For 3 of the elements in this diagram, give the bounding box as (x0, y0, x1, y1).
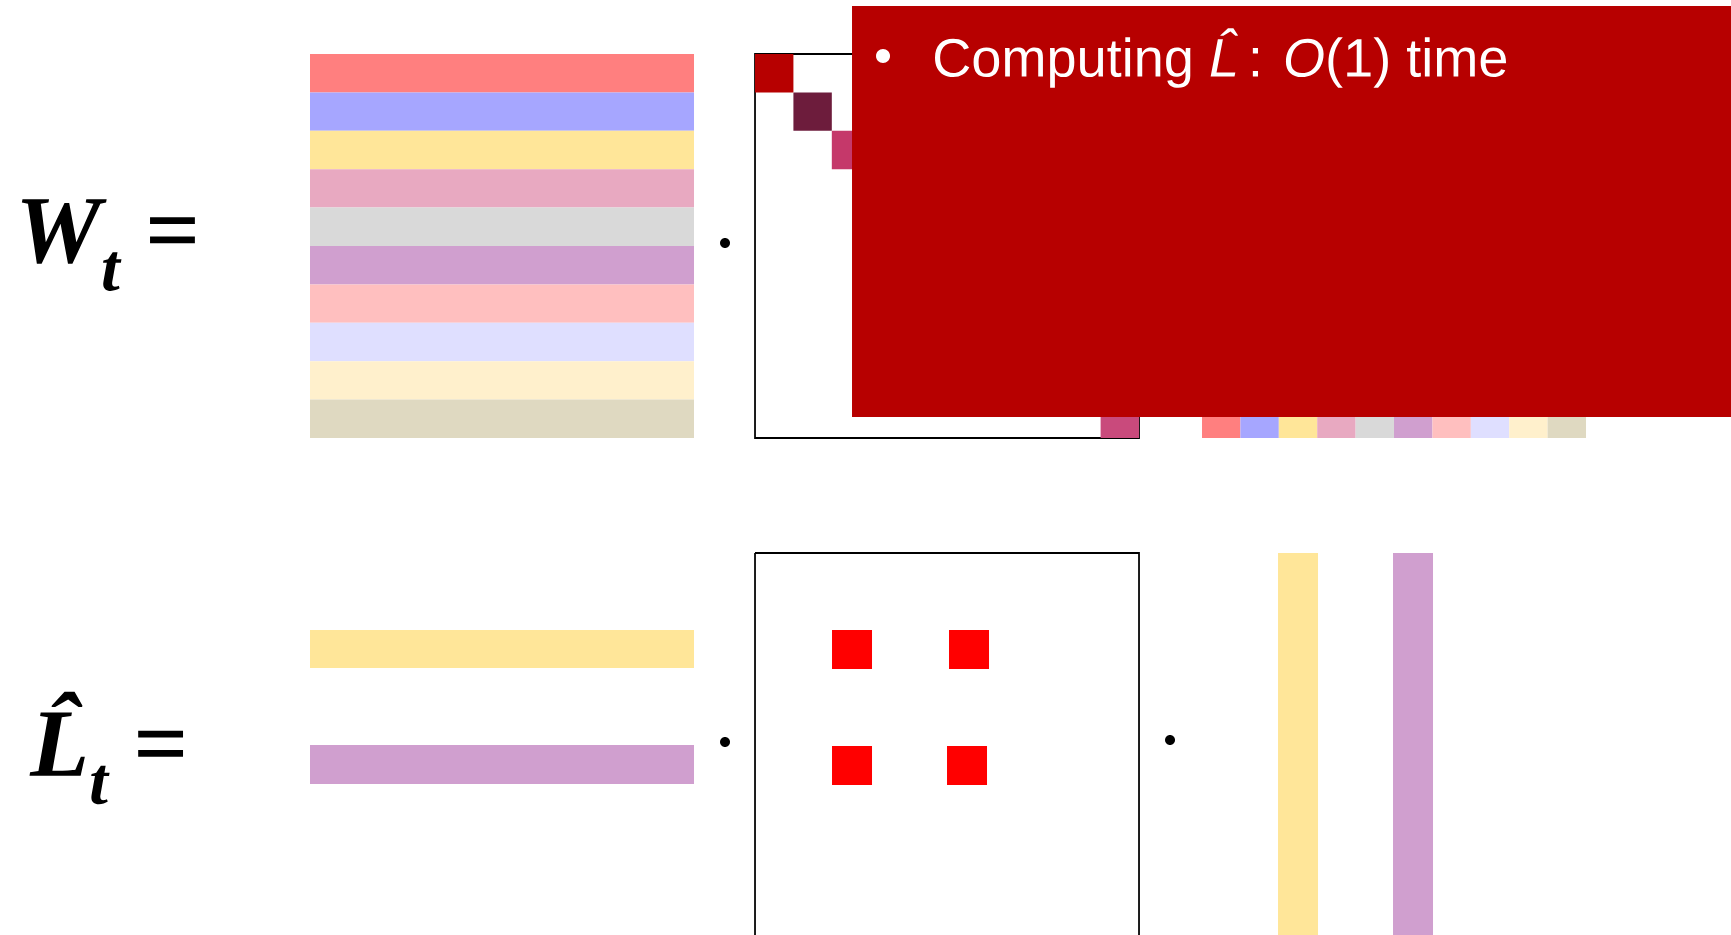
callout-box: Computing L̂: O(1) time (852, 6, 1731, 417)
equation-label: L̂$_{t}$ = (29, 691, 184, 805)
equation-label: W$_{t}$ = (21, 199, 195, 291)
